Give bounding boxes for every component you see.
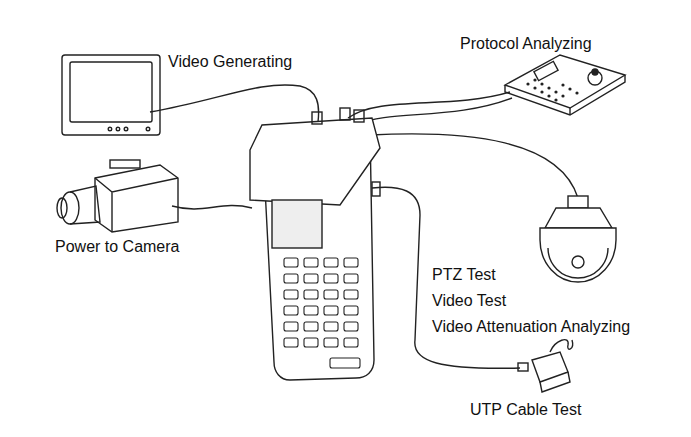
- utp-wire: [372, 187, 520, 368]
- feature-label: Video Generating: [168, 53, 292, 71]
- utp-tester: [518, 340, 573, 392]
- feature-label: Protocol Analyzing: [460, 35, 592, 53]
- box-camera: [57, 160, 178, 232]
- monitor: [62, 55, 160, 135]
- feature-label: PTZ Test: [432, 266, 496, 284]
- video-wire: [150, 85, 319, 122]
- feature-label: Video Test: [432, 292, 506, 310]
- ptz-dome: [540, 196, 616, 282]
- feature-label: UTP Cable Test: [470, 401, 581, 419]
- protocol-wire: [358, 98, 512, 124]
- ptz-keyboard: [505, 55, 625, 115]
- feature-label: Video Attenuation Analyzing: [432, 318, 630, 336]
- tester-device: [250, 108, 380, 380]
- power-wire: [172, 206, 252, 209]
- feature-label: Power to Camera: [55, 238, 180, 256]
